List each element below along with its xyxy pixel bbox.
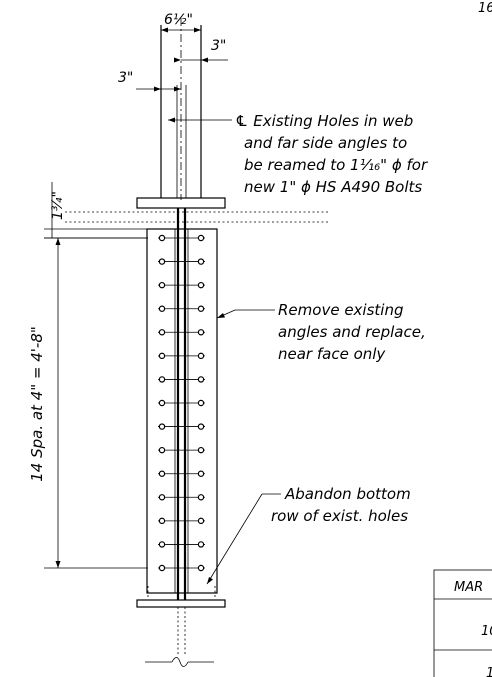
- bolt-hole: [158, 281, 166, 289]
- dimension-vertical-spacing: 14 Spa. at 4" = 4'-8": [28, 237, 148, 569]
- bolt-hole: [158, 541, 166, 548]
- note-existing-holes: ℄ Existing Holes in web and far side ang…: [168, 112, 428, 196]
- angle-assembly: [146, 208, 218, 600]
- bolt-hole: [197, 305, 205, 312]
- bolt-hole: [197, 446, 205, 454]
- bolt-hole: [197, 494, 205, 501]
- bolt-hole: [197, 376, 205, 383]
- bottom-flange: [136, 586, 226, 667]
- bolt-hole: [158, 423, 166, 430]
- mark-table: MAR 10 1: [433, 569, 492, 677]
- note-holes-line-4: new 1" ϕ HS A490 Bolts: [244, 178, 422, 196]
- dim-vertical-spacing-text: 14 Spa. at 4" = 4'-8": [28, 326, 46, 482]
- bolt-hole: [158, 305, 166, 312]
- note-bottom-line-1: Abandon bottom: [284, 485, 411, 503]
- dimension-left-offset: 3": [118, 70, 181, 92]
- bolt-hole: [197, 423, 205, 430]
- note-remove-angles: Remove existing angles and replace, near…: [216, 301, 426, 363]
- bolt-hole: [158, 258, 166, 265]
- dimension-top-width: 6½": [161, 12, 201, 33]
- bolt-hole: [158, 446, 166, 454]
- bolt-hole: [158, 234, 166, 242]
- bolt-hole: [158, 399, 166, 407]
- note-holes-line-3: be reamed to 1¹⁄₁₆" ϕ for: [244, 156, 428, 174]
- note-bottom-line-2: row of exist. holes: [271, 507, 408, 525]
- note-angles-line-3: near face only: [278, 345, 386, 363]
- corner-label: 16: [478, 1, 492, 16]
- bolt-hole: [197, 352, 205, 360]
- mark-table-row-2: 1: [486, 666, 492, 677]
- note-abandon-bottom: Abandon bottom row of exist. holes: [206, 485, 411, 585]
- bolt-hole: [197, 281, 205, 289]
- bolt-hole: [158, 564, 166, 572]
- dim-left-offset-text: 3": [118, 70, 133, 86]
- bolt-hole: [197, 564, 205, 572]
- dimension-right-offset: 3": [174, 38, 228, 63]
- bolt-hole: [158, 470, 166, 477]
- note-holes-line-1: ℄ Existing Holes in web: [235, 112, 413, 130]
- dimension-flange-thickness: 1¾": [44, 182, 148, 239]
- bolt-hole-group: [158, 234, 205, 572]
- top-flange: [65, 197, 330, 223]
- bolt-hole: [197, 329, 205, 336]
- dim-right-offset-text: 3": [211, 38, 226, 54]
- bolt-hole: [197, 541, 205, 548]
- bolt-hole: [158, 517, 166, 525]
- bolt-hole: [197, 234, 205, 242]
- bolt-hole: [158, 494, 166, 501]
- bolt-hole: [197, 517, 205, 525]
- note-angles-line-1: Remove existing: [278, 301, 403, 319]
- bolt-hole: [197, 258, 205, 265]
- bolt-hole: [158, 352, 166, 360]
- note-holes-line-2: and far side angles to: [244, 134, 407, 152]
- mark-table-row-1: 10: [481, 624, 492, 639]
- bolt-hole: [197, 399, 205, 407]
- bolt-hole: [197, 470, 205, 477]
- bolt-hole: [158, 329, 166, 336]
- mark-table-header: MAR: [454, 580, 483, 595]
- dim-flange-thickness-text: 1¾": [50, 191, 66, 220]
- dim-top-width-text: 6½": [164, 12, 193, 28]
- upper-web: [160, 18, 202, 200]
- note-angles-line-2: angles and replace,: [278, 323, 426, 341]
- bolt-hole: [158, 376, 166, 383]
